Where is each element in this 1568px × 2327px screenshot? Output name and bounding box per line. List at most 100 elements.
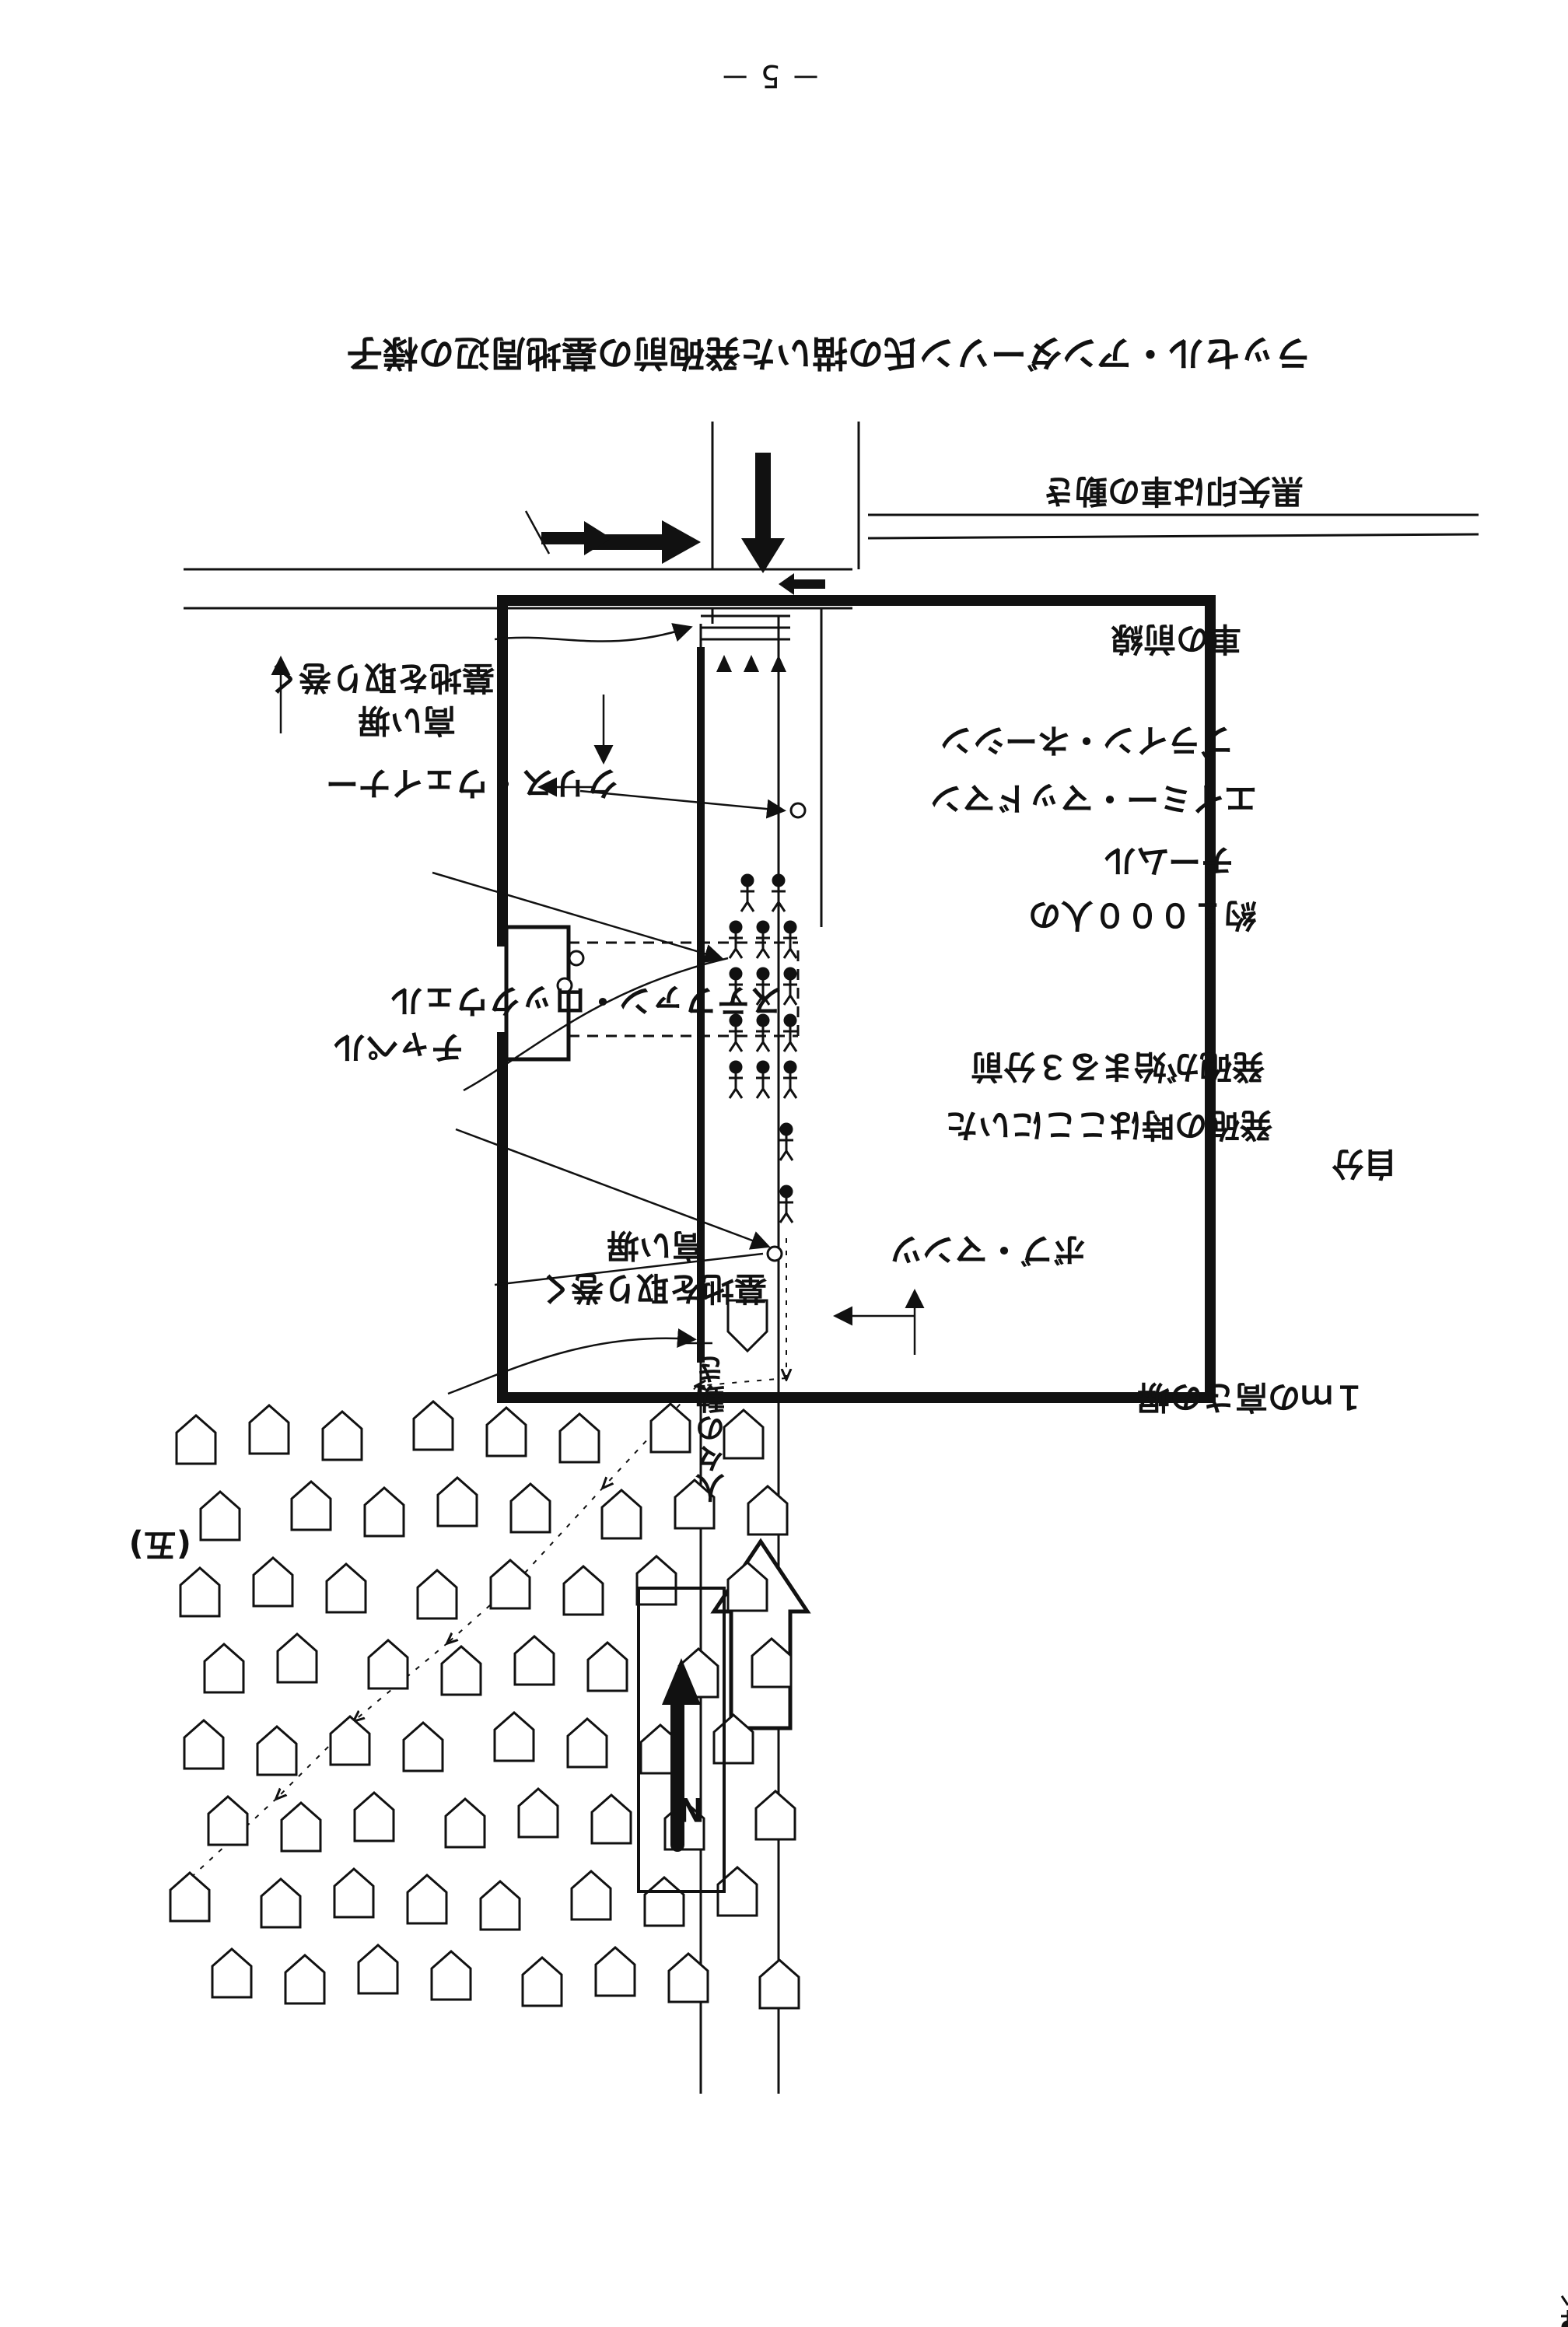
house-icon: [207, 1795, 249, 1846]
person-markers: [556, 802, 807, 1262]
high-wall-top-label: 高い塀: [357, 702, 456, 740]
house-icon: [667, 1952, 709, 2003]
house-icon: [562, 1565, 604, 1616]
wall-arrows: [271, 656, 925, 1355]
house-icon: [248, 1404, 290, 1455]
house-icon: [280, 1801, 322, 1853]
high-wall-bottom-label: 高い塀: [606, 1226, 705, 1265]
house-icon: [509, 1482, 551, 1534]
chris-label: クリス・ウェイナー: [325, 764, 619, 802]
house-icon: [290, 1480, 332, 1531]
house-icon: [416, 1569, 458, 1620]
crowd: [1560, 2295, 1568, 2327]
house-icon: [183, 1719, 225, 1770]
house-icon: [566, 1717, 608, 1769]
house-icon: [489, 1559, 531, 1610]
house-icon: [203, 1643, 245, 1694]
house-icon: [325, 1562, 367, 1614]
house-icon: [430, 1950, 472, 2001]
house-icon: [649, 1402, 691, 1454]
chapel-box: [504, 925, 571, 1062]
house-icon: [493, 1711, 535, 1762]
house-icon: [570, 1870, 612, 1921]
house-icon: [252, 1556, 294, 1608]
house-icon: [440, 1645, 482, 1696]
team-leader: [432, 871, 724, 964]
house-icon: [363, 1486, 405, 1538]
where-i-was-label: 発砲の時はここにいた: [945, 1106, 1272, 1144]
crowd-figures: [728, 873, 798, 1223]
house-icon: [590, 1793, 632, 1845]
house-icon: [594, 1946, 636, 1997]
north-head: [662, 1658, 701, 1705]
house-icon: [357, 1944, 399, 1995]
house-icon: [558, 1412, 600, 1464]
chapel-label: チャペル: [333, 1028, 464, 1066]
house-icon: [674, 1478, 716, 1530]
house-icon: [723, 1408, 765, 1460]
house-icon: [276, 1632, 318, 1684]
people-movement-arrow: [710, 1538, 811, 1730]
people-movement-label: 人々の動き: [695, 1355, 730, 1503]
north-arrow: [637, 1587, 726, 1893]
house-icon: [444, 1797, 486, 1849]
left-car-arrow: [588, 520, 701, 564]
house-icon: [436, 1476, 478, 1527]
house-icon: [758, 1958, 800, 2010]
low-wall-leader: [447, 1328, 697, 1395]
house-icon: [485, 1406, 527, 1457]
stephan-label: ステファン・ロックウェル: [390, 982, 782, 1020]
house-icon: [726, 1561, 768, 1612]
emmy-marker: [789, 802, 807, 819]
house-icon: [412, 1400, 454, 1451]
house-icon: [402, 1721, 444, 1772]
me-label: 自分: [1331, 1145, 1397, 1183]
house-icon: [333, 1867, 375, 1919]
bob-label: ボブ・マンツ: [889, 1230, 1086, 1268]
black-arrow-legend: 黒矢印は車の動き: [1041, 472, 1304, 510]
house-icon: [716, 1866, 758, 1917]
black-arrow-legend-leader: [524, 510, 551, 555]
house-icon: [635, 1555, 677, 1606]
bob-leader: [494, 1252, 764, 1286]
north-label: N: [677, 1790, 705, 1828]
down-car-arrow: [741, 453, 785, 573]
west-marker: (五): [128, 1526, 191, 1564]
small-right-arrow: [779, 573, 825, 595]
house-icon: [600, 1489, 642, 1540]
where-i-was-leader: [455, 1128, 771, 1250]
house-icon: [260, 1877, 302, 1929]
house-icon: [406, 1874, 448, 1925]
lead-car-leader: [494, 623, 693, 642]
team-count-label: 約１０００人の: [1027, 896, 1257, 934]
house-icon: [747, 1485, 789, 1536]
houses: [726, 1299, 768, 1353]
car-movement-arrows: [541, 453, 825, 595]
emmy-label: エイミー・マッドマン: [929, 779, 1257, 817]
bob-marker: [766, 1245, 783, 1262]
car-down-arrows: [716, 655, 786, 672]
three-minutes-leader: [463, 957, 729, 1092]
car-front-lines: [701, 614, 790, 641]
emmy-leader: [579, 789, 786, 819]
wall-surround-bottom-label: 墓地を取り巻く: [537, 1269, 767, 1307]
dashed-path: [569, 941, 800, 1038]
stephan-marker: [556, 977, 573, 994]
leader-lines: [432, 510, 786, 1395]
chris-marker: [568, 950, 585, 967]
house-icon: [353, 1791, 395, 1842]
wall-surround-top-label: 墓地を取り巻く: [265, 659, 495, 697]
house-icon: [284, 1954, 326, 2005]
house-icon: [517, 1787, 559, 1839]
road-bottom-left: [867, 533, 1479, 540]
house-icon: [179, 1566, 221, 1618]
house-icon: [329, 1715, 371, 1766]
house-icon: [521, 1956, 563, 2007]
house-icon: [321, 1410, 363, 1461]
house-icon: [175, 1414, 217, 1465]
low-wall-label: １ｍの高さの塀: [1136, 1378, 1366, 1416]
lead-car-label: 車の前線: [1110, 620, 1241, 658]
